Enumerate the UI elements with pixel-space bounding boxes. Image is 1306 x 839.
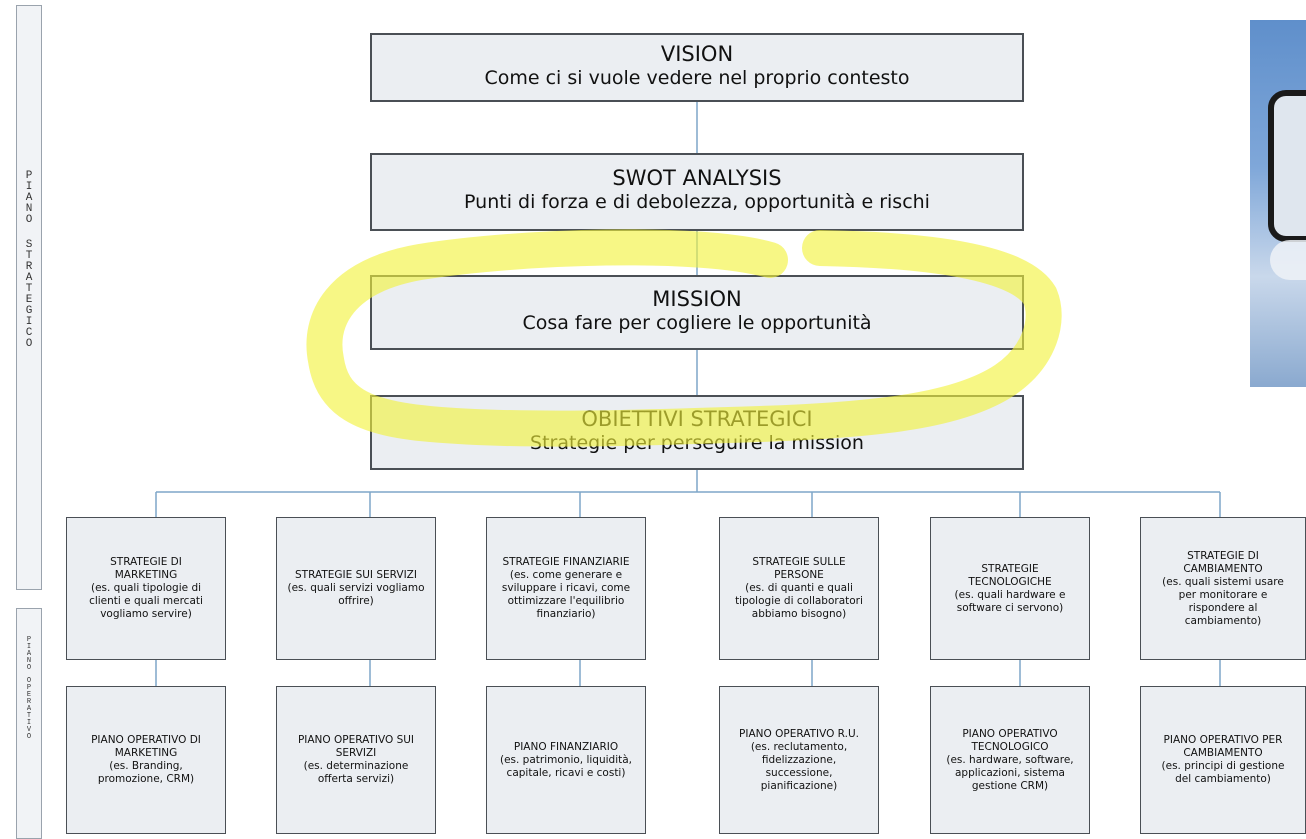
side-label-char: P: [26, 636, 32, 644]
strategy-finance-box: STRATEGIE FINANZIARIE (es. come generare…: [486, 517, 646, 660]
vision-title: VISION: [660, 42, 734, 66]
strategy-people-box: STRATEGIE SULLE PERSONE (es. di quanti e…: [719, 517, 879, 660]
side-label-char: O: [25, 338, 33, 350]
side-label-char: R: [26, 698, 32, 706]
side-label-char: [26, 226, 33, 240]
swot-title: SWOT ANALYSIS: [612, 166, 782, 190]
side-label-char: O: [26, 677, 32, 685]
side-label-char: I: [26, 719, 32, 727]
side-label-char: V: [26, 726, 32, 734]
side-label-char: A: [26, 650, 32, 658]
road-sign-icon: [1268, 90, 1306, 242]
side-label-char: N: [26, 657, 32, 665]
objectives-title: OBIETTIVI STRATEGICI: [581, 407, 813, 431]
side-label-char: N: [25, 203, 33, 215]
cloud-shape: [1270, 240, 1306, 280]
side-label-char: I: [25, 181, 33, 193]
side-label-char: O: [26, 733, 32, 741]
side-label-char: C: [25, 327, 33, 339]
side-label-char: I: [25, 316, 33, 328]
swot-box: SWOT ANALYSIS Punti di forza e di debole…: [370, 153, 1024, 231]
side-label-char: A: [25, 272, 33, 284]
swot-subtitle: Punti di forza e di debolezza, opportuni…: [464, 191, 930, 213]
vision-subtitle: Come ci si vuole vedere nel proprio cont…: [484, 67, 910, 89]
side-label-char: R: [25, 261, 33, 273]
mission-title: MISSION: [652, 287, 742, 311]
side-label-char: I: [26, 643, 32, 651]
strategy-marketing-box: STRATEGIE DI MARKETING (es. quali tipolo…: [66, 517, 226, 660]
objectives-box: OBIETTIVI STRATEGICI Strategie per perse…: [370, 395, 1024, 470]
strategy-change-box: STRATEGIE DI CAMBIAMENTO (es. quali sist…: [1140, 517, 1306, 660]
strategy-technology-box: STRATEGIE TECNOLOGICHE (es. quali hardwa…: [930, 517, 1090, 660]
plan-finance-box: PIANO FINANZIARIO (es. patrimonio, liqui…: [486, 686, 646, 834]
plan-services-box: PIANO OPERATIVO SUI SERVIZI (es. determi…: [276, 686, 436, 834]
side-label-char: O: [25, 214, 33, 226]
side-label-char: P: [25, 170, 33, 182]
plan-hr-box: PIANO OPERATIVO R.U. (es. reclutamento, …: [719, 686, 879, 834]
mission-box: MISSION Cosa fare per cogliere le opport…: [370, 275, 1024, 350]
side-label-char: P: [26, 684, 32, 692]
plan-change-box: PIANO OPERATIVO PER CAMBIAMENTO (es. pri…: [1140, 686, 1306, 834]
objectives-subtitle: Strategie per perseguire la mission: [530, 432, 864, 454]
mission-subtitle: Cosa fare per cogliere le opportunità: [522, 312, 872, 334]
side-label-char: S: [25, 239, 33, 251]
strategy-services-box: STRATEGIE SUI SERVIZI (es. quali servizi…: [276, 517, 436, 660]
plan-technology-box: PIANO OPERATIVO TECNOLOGICO (es. hardwar…: [930, 686, 1090, 834]
side-label-char: G: [25, 305, 33, 317]
side-label-char: T: [25, 283, 33, 295]
vision-box: VISION Come ci si vuole vedere nel propr…: [370, 33, 1024, 102]
side-label-char: T: [25, 250, 33, 262]
road-sign-photo: [1250, 20, 1306, 387]
side-label-char: A: [26, 705, 32, 713]
side-label-char: O: [26, 664, 32, 672]
side-label-char: T: [26, 712, 32, 720]
side-label-char: E: [26, 691, 32, 699]
plan-marketing-box: PIANO OPERATIVO DI MARKETING (es. Brandi…: [66, 686, 226, 834]
side-label-char: A: [25, 192, 33, 204]
side-label-char: E: [25, 294, 33, 306]
